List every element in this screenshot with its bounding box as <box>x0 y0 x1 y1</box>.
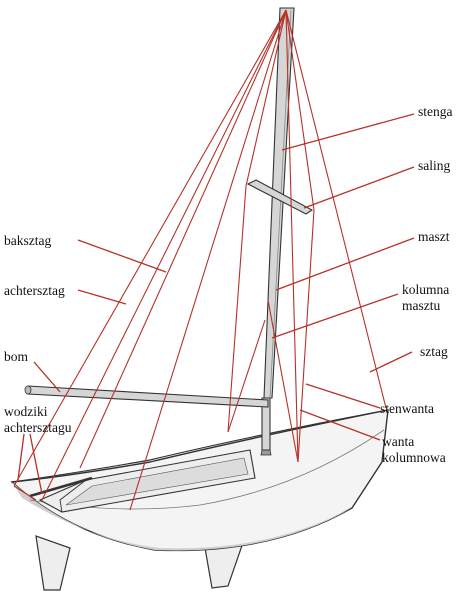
leader-maszt <box>275 237 415 291</box>
label-sztag: sztag <box>420 344 448 359</box>
spreader <box>246 179 314 215</box>
leader-stenga <box>281 113 415 151</box>
rig-shroud-1 <box>285 9 299 463</box>
rig-backstay-3 <box>129 9 287 511</box>
label-kolumna-line1: kolumna <box>402 282 450 297</box>
label-wodziki-achtersztagu: wodziki achtersztagu <box>4 404 71 436</box>
boom-spar <box>24 385 269 408</box>
label-stenga: stenga <box>418 104 453 119</box>
rig-lower-shroud-2 <box>267 299 299 463</box>
rig-shroud-5 <box>227 185 247 433</box>
rig-shroud-2 <box>285 9 315 211</box>
leader-sztag <box>369 351 413 373</box>
label-kolumna-line2: masztu <box>402 298 441 313</box>
leader-lines <box>17 113 415 495</box>
leader-stenwanta <box>305 383 381 409</box>
label-bom: bom <box>4 349 29 364</box>
rig-lower-shroud-1 <box>227 319 266 433</box>
leader-saling <box>303 166 415 209</box>
leader-bom <box>33 361 61 393</box>
label-maszt: maszt <box>418 229 450 244</box>
hull <box>10 409 389 552</box>
label-saling: saling <box>418 158 451 173</box>
leader-wanta <box>299 409 381 441</box>
label-wodziki-line2: achtersztagu <box>4 420 72 435</box>
leader-kolumna <box>271 293 399 339</box>
label-achtersztag: achtersztag <box>4 283 65 298</box>
label-wanta-line1: wanta <box>382 434 415 449</box>
label-wanta-kolumnowa: wanta kolumnowa <box>382 434 446 466</box>
leader-baksztag <box>77 239 167 273</box>
leader-wodziki-2 <box>29 433 43 495</box>
label-stenwanta: stenwanta <box>380 401 434 416</box>
rig-backstay-4 <box>79 9 287 469</box>
rig-shroud-4 <box>245 9 287 187</box>
rigging-lines <box>13 9 387 511</box>
label-baksztag: baksztag <box>4 233 52 248</box>
leader-wodziki-1 <box>17 433 25 481</box>
leader-achtersztag <box>77 289 127 305</box>
label-wodziki-line1: wodziki <box>4 404 48 419</box>
rig-backstay-2 <box>41 9 287 501</box>
label-kolumna-masztu: kolumna masztu <box>402 282 449 314</box>
rig-shroud-3 <box>297 209 315 463</box>
rig-forestay <box>285 9 387 409</box>
rig-backstay-tackle <box>13 485 37 501</box>
label-wanta-line2: kolumnowa <box>382 450 446 465</box>
rig-backstay-1 <box>13 9 287 487</box>
